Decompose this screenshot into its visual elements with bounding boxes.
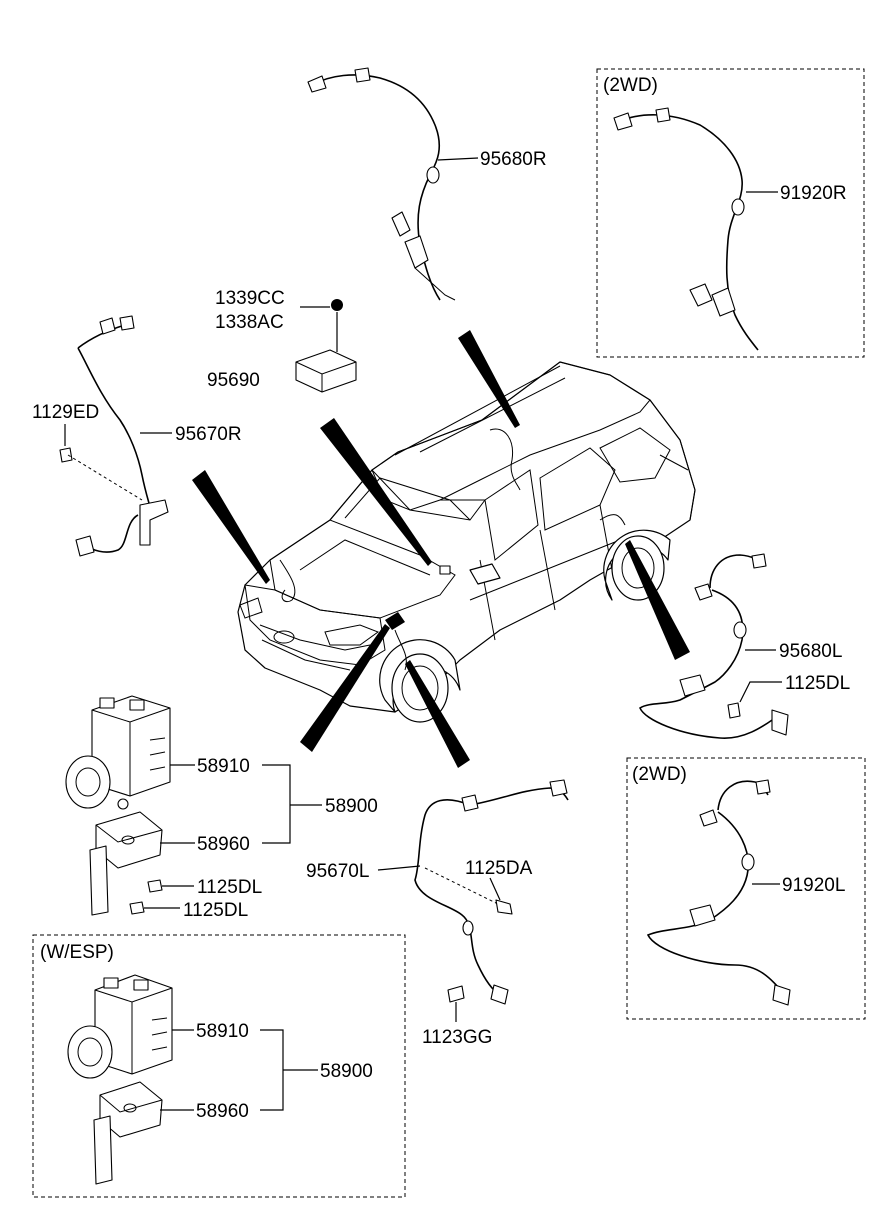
nut-1339cc-drawing [331, 299, 343, 311]
label-1125dl-right: 1125DL [785, 673, 850, 694]
sensor-95670r-drawing [59, 315, 169, 557]
box-2wd-bottom [626, 757, 866, 1020]
vehicle-illustration [237, 361, 696, 723]
bolt-1125dl-a-drawing [147, 879, 163, 893]
label-58960: 58960 [197, 834, 250, 855]
bolt-1125dl-b-drawing [129, 901, 145, 915]
leader-1125dl-right [739, 681, 782, 703]
label-esp-58960: 58960 [196, 1101, 249, 1122]
bracket-58960-drawing [89, 811, 163, 916]
label-esp-58910: 58910 [196, 1021, 249, 1042]
label-w-esp: (W/ESP) [40, 942, 114, 963]
label-95670r: 95670R [175, 424, 242, 445]
esp-bracket-58960-drawing [93, 1081, 163, 1185]
label-95670l: 95670L [306, 861, 369, 882]
label-2wd-bottom: (2WD) [632, 764, 687, 785]
label-91920l: 91920L [782, 875, 845, 896]
leader-1125da [489, 877, 501, 901]
label-2wd-top: (2WD) [603, 75, 658, 96]
sensor-91920l-drawing [646, 779, 791, 1006]
label-1125dl-a: 1125DL [197, 877, 262, 898]
label-1338ac: 1338AC [215, 312, 284, 333]
label-1125da: 1125DA [465, 858, 533, 879]
sensor-95670l-drawing [414, 779, 569, 1005]
label-95680r: 95680R [480, 149, 547, 170]
bracket-esp-58900 [260, 1029, 318, 1111]
label-58900: 58900 [325, 796, 378, 817]
bolt-1125da-drawing [495, 899, 513, 915]
label-esp-58900: 58900 [320, 1061, 373, 1082]
leader-95680r [437, 157, 479, 161]
sensor-95680r-drawing [307, 67, 456, 301]
label-1339cc: 1339CC [215, 288, 285, 309]
module-95690-drawing [295, 349, 357, 393]
box-w-esp [32, 934, 406, 1198]
label-95680l: 95680L [779, 641, 842, 662]
box-2wd-top [596, 68, 865, 358]
leader-95670l [377, 865, 421, 871]
sensor-91920r-drawing [613, 107, 759, 351]
label-95690: 95690 [207, 370, 260, 391]
dash-1129ed [67, 454, 143, 501]
pointer-wedges [192, 330, 690, 768]
label-91920r: 91920R [780, 183, 847, 204]
label-1123gg: 1123GG [422, 1027, 492, 1048]
bolt-1123gg-drawing [447, 985, 465, 1003]
label-1129ed: 1129ED [32, 402, 99, 423]
esp-hecu-58910-drawing [67, 974, 173, 1079]
label-58910: 58910 [197, 756, 250, 777]
sensor-95680l-drawing [638, 553, 789, 739]
label-1125dl-b: 1125DL [183, 900, 248, 921]
bracket-58900 [262, 764, 322, 844]
hecu-58910-drawing [65, 695, 171, 810]
dash-1125da [424, 867, 501, 906]
